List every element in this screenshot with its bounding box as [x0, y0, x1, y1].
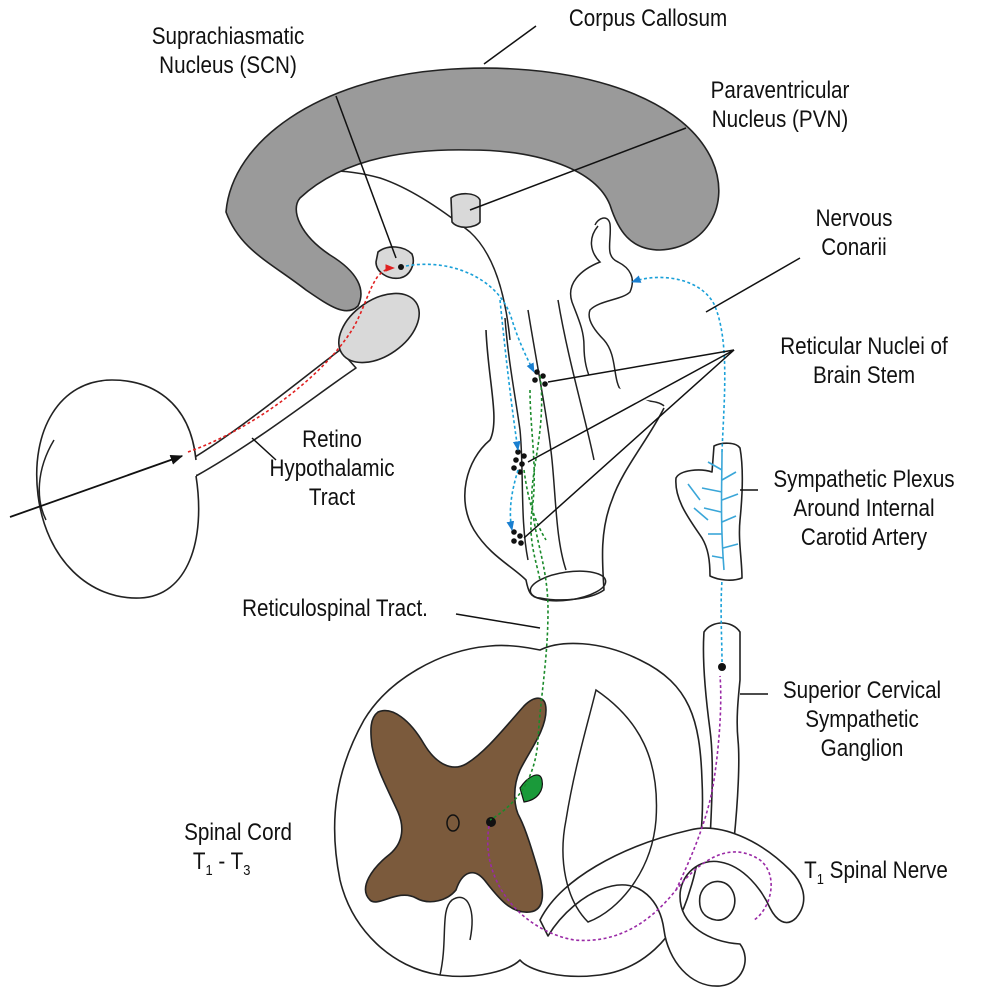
label-nervous-conarii: Nervous Conarii — [799, 204, 909, 262]
spinal-nerve-text: T1 Spinal Nerve — [792, 856, 961, 888]
leader-corpus-callosum — [484, 26, 536, 64]
plexus-text-3: Carotid Artery — [764, 523, 964, 552]
plexus-text-1: Sympathetic Plexus — [764, 465, 964, 494]
pvn-text-1: Paraventricular — [680, 76, 880, 105]
scn-text-2: Nucleus (SCN) — [121, 51, 334, 80]
retino-text-3: Tract — [260, 483, 404, 512]
ganglion-text-3: Ganglion — [771, 734, 953, 763]
label-scn: Suprachiasmatic Nucleus (SCN) — [121, 22, 334, 80]
scn-neuron-dot — [398, 264, 404, 270]
label-corpus-callosum: Corpus Callosum — [545, 4, 751, 33]
reticulospinal-text: Reticulospinal Tract. — [219, 594, 451, 623]
nervous-text-1: Nervous — [799, 204, 909, 233]
corpus-callosum-text: Corpus Callosum — [545, 4, 751, 33]
pvn-text-2: Nucleus (PVN) — [680, 105, 880, 134]
label-pvn: Paraventricular Nucleus (PVN) — [680, 76, 880, 134]
reticular-text-2: Brain Stem — [757, 361, 970, 390]
pvn-nucleus — [451, 194, 480, 228]
nervous-text-2: Conarii — [799, 233, 909, 262]
retino-text-1: Retino — [260, 425, 404, 454]
label-spinal-cord: Spinal Cord T1 - T3 — [162, 818, 313, 879]
ganglion-to-plexus — [721, 580, 722, 662]
spinal-nerve-number: 1 — [817, 871, 824, 888]
reticular-text-1: Reticular Nuclei of — [757, 332, 970, 361]
label-superior-cervical-ganglion: Superior Cervical Sympathetic Ganglion — [771, 676, 953, 763]
leader-nervous-conarii — [706, 258, 800, 312]
label-sympathetic-plexus: Sympathetic Plexus Around Internal Carot… — [764, 465, 964, 552]
spinal-cord-text-1: Spinal Cord — [162, 818, 313, 847]
segment-start-number: 1 — [205, 862, 212, 879]
eye — [37, 380, 199, 598]
ganglion-neuron-dot — [718, 663, 726, 671]
leader-reticulospinal — [456, 614, 540, 628]
dorsal-root-ganglion — [700, 881, 735, 920]
spinal-cord-segments: T1 - T3 — [130, 847, 314, 879]
label-spinal-nerve: T1 Spinal Nerve — [792, 856, 961, 888]
label-retino-hypothalamic: Retino Hypothalamic Tract — [260, 425, 404, 512]
ganglion-text-1: Superior Cervical — [771, 676, 953, 705]
plexus-text-2: Around Internal — [764, 494, 964, 523]
spinal-nerve-letter: T — [804, 857, 817, 884]
retino-text-2: Hypothalamic — [260, 454, 404, 483]
brain-stem — [465, 330, 664, 600]
segment-end-number: 3 — [243, 862, 250, 879]
label-reticulospinal: Reticulospinal Tract. — [219, 594, 451, 623]
ganglion-text-2: Sympathetic — [771, 705, 953, 734]
segment-dash: - T — [213, 848, 244, 875]
spinal-nerve-rest: Spinal Nerve — [824, 857, 948, 884]
internal-carotid-artery — [676, 443, 742, 580]
spinal-cord — [335, 643, 703, 976]
scn-text-1: Suprachiasmatic — [121, 22, 334, 51]
label-reticular-nuclei: Reticular Nuclei of Brain Stem — [757, 332, 970, 390]
segment-start-letter: T — [193, 848, 206, 875]
